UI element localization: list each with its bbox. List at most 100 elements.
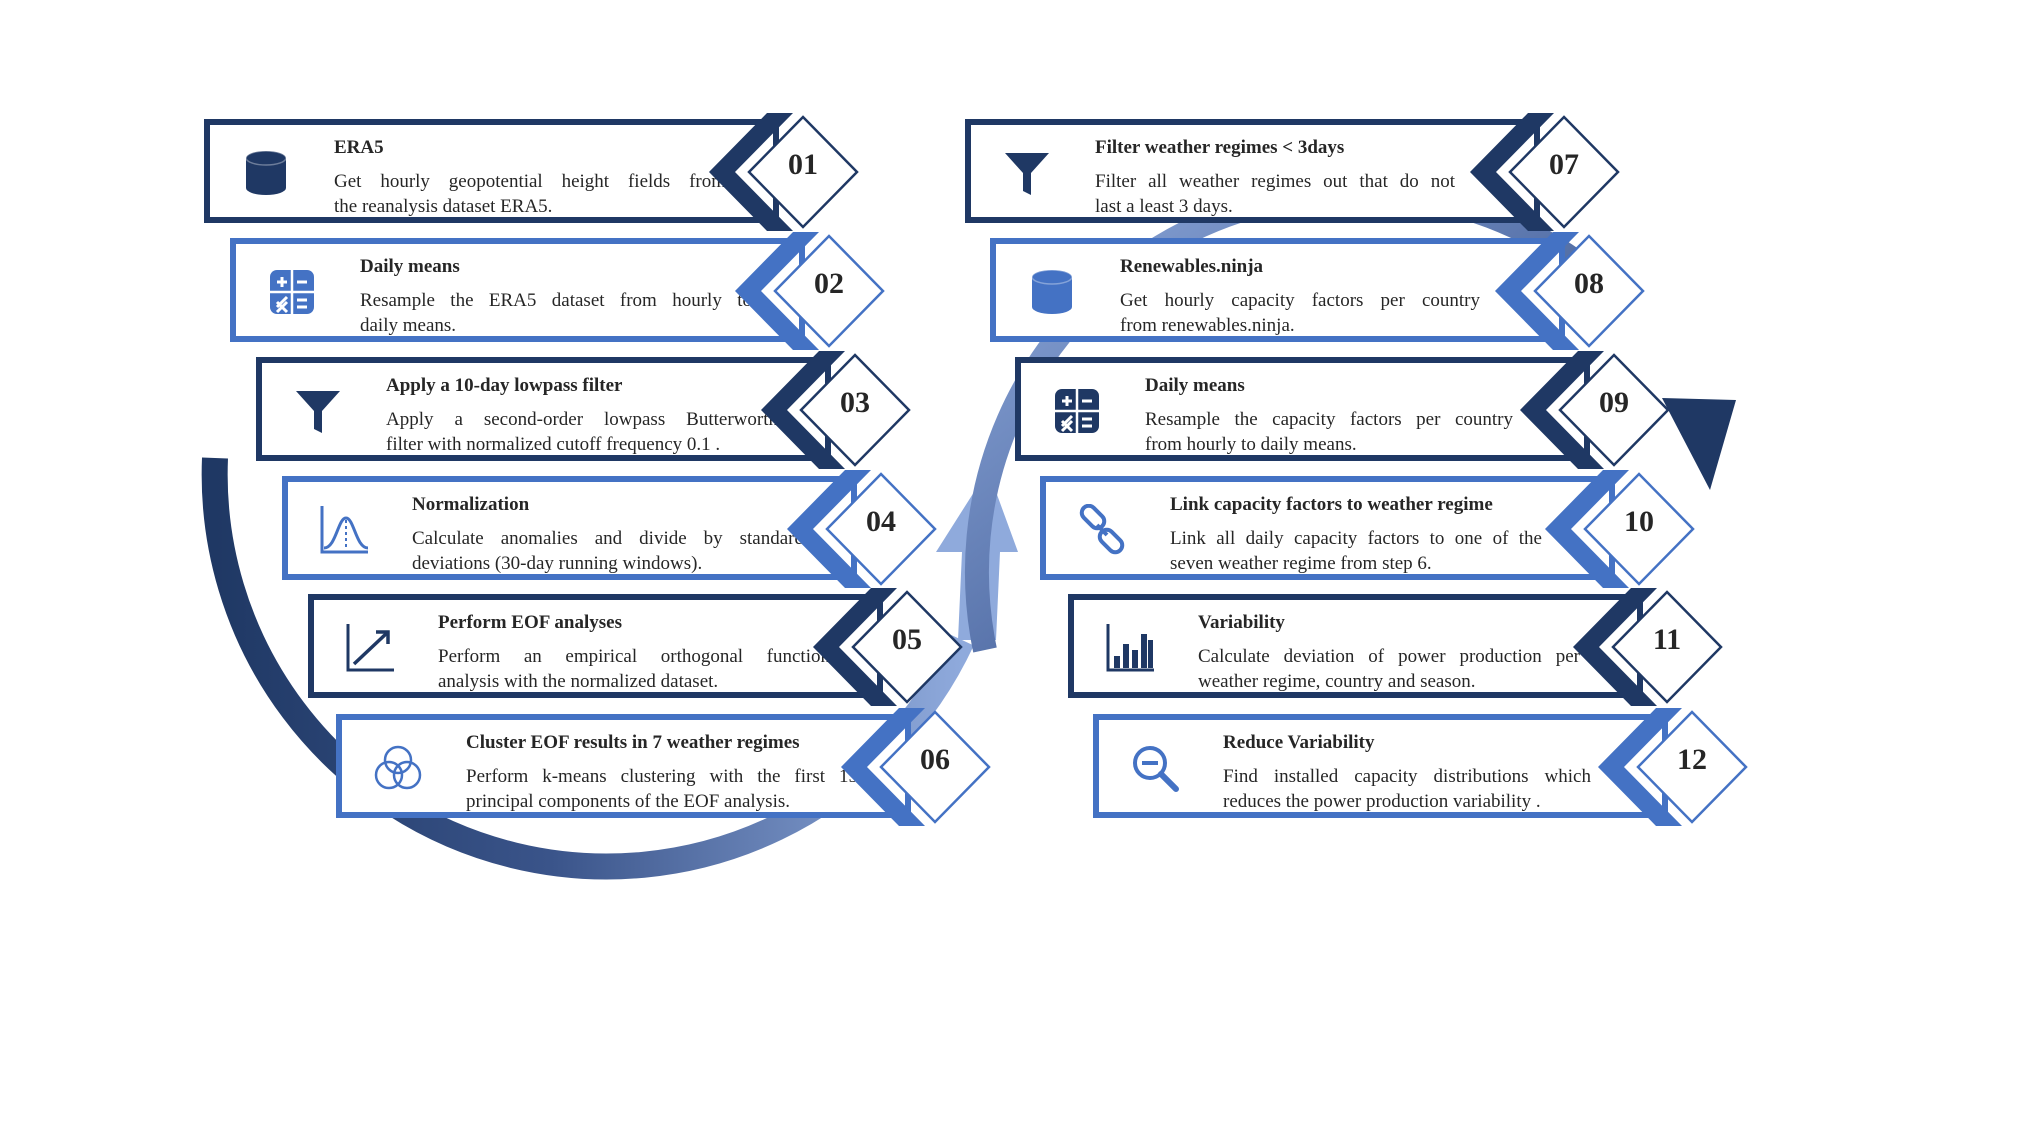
step-description-line: analysis with the normalized dataset. bbox=[438, 671, 719, 692]
step-number: 03 bbox=[840, 386, 870, 419]
step-number-badge bbox=[761, 351, 911, 469]
step-description-line: Perform k-means clustering with the firs… bbox=[466, 766, 858, 787]
diamond-shape bbox=[773, 234, 885, 348]
diamond-shape bbox=[799, 353, 911, 467]
step-card: Cluster EOF results in 7 weather regimes… bbox=[336, 714, 911, 818]
step-number-badge bbox=[813, 588, 963, 706]
step-number-badge bbox=[1470, 113, 1620, 231]
step-description-line: deviations (30-day running windows). bbox=[412, 553, 703, 574]
step-number: 08 bbox=[1574, 267, 1604, 300]
step-description: Filter all weather regimes out that do n… bbox=[1095, 169, 1455, 219]
step-number: 02 bbox=[814, 267, 844, 300]
step-description: Link all daily capacity factors to one o… bbox=[1170, 526, 1542, 576]
step-description-line: the reanalysis dataset ERA5. bbox=[334, 196, 553, 217]
step-description-line: Get hourly capacity factors per country bbox=[1120, 290, 1480, 311]
step-description: Get hourly geopotential height fields fr… bbox=[334, 169, 726, 219]
step-description: Calculate anomalies and divide by standa… bbox=[412, 526, 804, 576]
diamond-shape bbox=[1558, 353, 1670, 467]
step-number-badge bbox=[1573, 588, 1723, 706]
chevron-shape bbox=[813, 588, 897, 706]
chevron-shape bbox=[841, 708, 925, 826]
step-description-line: reduces the power production variability… bbox=[1223, 791, 1541, 812]
step-number-badge bbox=[841, 708, 991, 826]
chevron-shape bbox=[1573, 588, 1657, 706]
chevron-shape bbox=[1520, 351, 1604, 469]
diamond-shape bbox=[851, 590, 963, 704]
step-description: Find installed capacity distributions wh… bbox=[1223, 764, 1591, 814]
chevron-shape bbox=[735, 232, 819, 350]
step-description-line: seven weather regime from step 6. bbox=[1170, 553, 1432, 574]
step-number-badge bbox=[1545, 470, 1695, 588]
step-description-line: Link all daily capacity factors to one o… bbox=[1170, 528, 1542, 549]
trend-chart-icon bbox=[340, 618, 400, 678]
diamond-shape bbox=[825, 472, 937, 586]
step-title: Cluster EOF results in 7 weather regimes bbox=[466, 732, 800, 753]
step-title: Renewables.ninja bbox=[1120, 256, 1264, 277]
filter-icon bbox=[288, 381, 348, 441]
filter-icon bbox=[997, 143, 1057, 203]
step-title: Daily means bbox=[1145, 375, 1245, 396]
step-description: Resample the ERA5 dataset from hourly to… bbox=[360, 288, 752, 338]
chevron-shape bbox=[761, 351, 845, 469]
bar-chart-icon bbox=[1100, 618, 1160, 678]
step-title: Variability bbox=[1198, 612, 1285, 633]
step-number: 05 bbox=[892, 623, 922, 656]
step-number: 06 bbox=[920, 743, 950, 776]
step-description-line: from renewables.ninja. bbox=[1120, 315, 1295, 336]
step-description: Get hourly capacity factors per country f… bbox=[1120, 288, 1480, 338]
chevron-shape bbox=[709, 113, 793, 231]
step-number: 11 bbox=[1652, 623, 1682, 656]
step-title: Normalization bbox=[412, 494, 530, 515]
step-description: Resample the capacity factors per countr… bbox=[1145, 407, 1513, 457]
zoom-out-icon bbox=[1125, 738, 1185, 798]
step-number: 07 bbox=[1549, 148, 1579, 181]
step-description-line: Filter all weather regimes out that do n… bbox=[1095, 171, 1455, 192]
bell-curve-icon bbox=[314, 500, 374, 560]
venn-diagram-icon bbox=[368, 738, 428, 798]
step-number-badge bbox=[709, 113, 859, 231]
step-description-line: Find installed capacity distributions wh… bbox=[1223, 766, 1591, 787]
step-description-line: last a least 3 days. bbox=[1095, 196, 1233, 217]
calculator-icon bbox=[1047, 381, 1107, 441]
chevron-shape bbox=[1545, 470, 1629, 588]
step-description-line: daily means. bbox=[360, 315, 457, 336]
step-description-line: Perform an empirical orthogonal function bbox=[438, 646, 830, 667]
step-number: 10 bbox=[1624, 505, 1654, 538]
chevron-shape bbox=[1495, 232, 1579, 350]
step-number-badge bbox=[787, 470, 937, 588]
step-description-line: Apply a second-order lowpass Butterworth bbox=[386, 409, 778, 430]
step-description-line: Calculate anomalies and divide by standa… bbox=[412, 528, 804, 549]
step-description: Apply a second-order lowpass Butterworth… bbox=[386, 407, 778, 457]
step-description: Perform an empirical orthogonal function… bbox=[438, 644, 830, 694]
step-description-line: weather regime, country and season. bbox=[1198, 671, 1476, 692]
step-description-line: Resample the ERA5 dataset from hourly to bbox=[360, 290, 752, 311]
step-title: Daily means bbox=[360, 256, 460, 277]
step-number: 12 bbox=[1677, 743, 1707, 776]
chevron-shape bbox=[1598, 708, 1682, 826]
step-number: 01 bbox=[788, 148, 818, 181]
step-title: Perform EOF analyses bbox=[438, 612, 622, 633]
step-title: Apply a 10-day lowpass filter bbox=[386, 375, 623, 396]
step-description: Calculate deviation of power production … bbox=[1198, 644, 1580, 694]
diamond-shape bbox=[1508, 115, 1620, 229]
chevron-shape bbox=[1470, 113, 1554, 231]
step-title: ERA5 bbox=[334, 137, 384, 158]
database-icon bbox=[236, 143, 296, 203]
diamond-shape bbox=[1611, 590, 1723, 704]
step-title: Reduce Variability bbox=[1223, 732, 1375, 753]
